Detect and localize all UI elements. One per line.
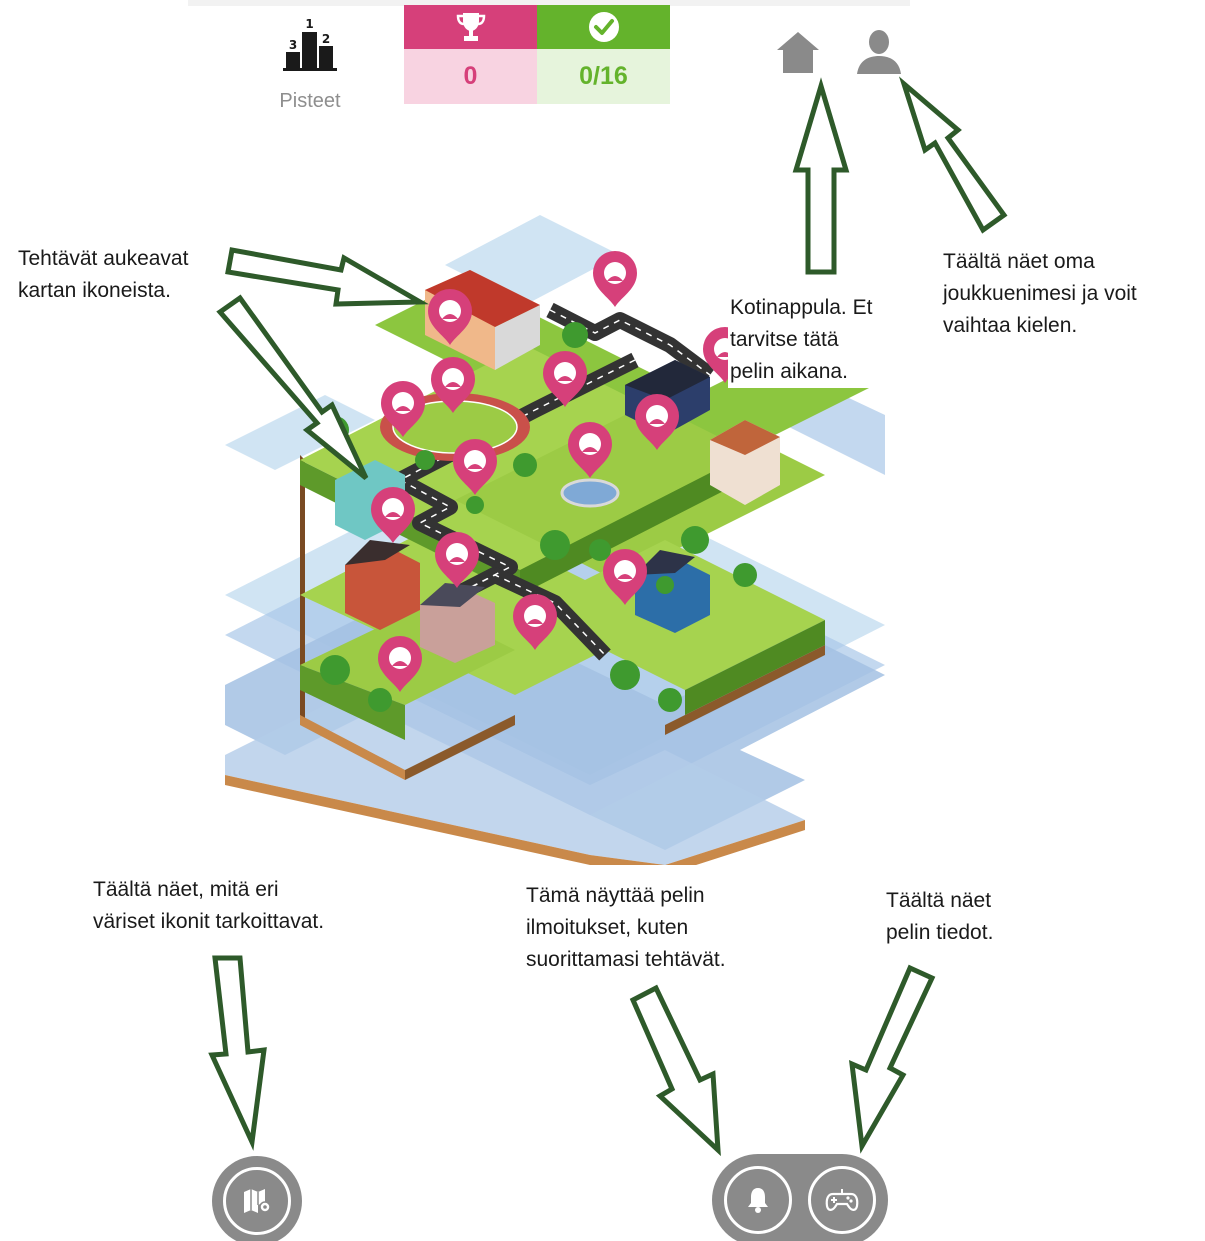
trees [320,322,757,712]
user-icon [857,30,901,74]
callout-profile: Täältä näet oma joukkuenimesi ja voit va… [943,250,1137,337]
check-circle-icon [588,12,619,42]
points-counter: 0 [404,5,537,104]
pond [560,478,620,508]
task-marker[interactable] [435,532,479,588]
task-marker[interactable] [635,394,679,450]
leaderboard-label: Pisteet [279,90,341,112]
task-marker[interactable] [381,380,425,437]
map-legend-icon [244,1189,271,1213]
home-icon [777,32,819,73]
notifications-button[interactable] [724,1166,792,1234]
podium-icon: 1 2 3 [283,17,337,71]
arrow-to-profile [898,76,1008,234]
profile-button[interactable] [855,28,903,80]
task-marker[interactable] [568,422,612,478]
bell-icon [748,1188,768,1213]
tasks-value: 0/16 [537,49,670,104]
task-marker[interactable] [543,351,587,407]
task-marker[interactable] [453,439,497,495]
trophy-icon [456,13,485,41]
tasks-counter: 0/16 [537,5,670,104]
task-markers[interactable] [371,251,747,692]
podium-first: 1 [305,17,313,31]
leaderboard-button[interactable]: 1 2 3 Pisteet [262,14,358,112]
top-bar-divider [188,0,910,6]
task-marker[interactable] [371,487,415,543]
task-marker[interactable] [431,357,475,413]
callout-notifications: Tämä näyttää pelin ilmoitukset, kuten su… [526,884,726,971]
gamepad-icon [825,1189,859,1211]
game-info-button[interactable] [808,1166,876,1234]
task-marker[interactable] [513,594,557,650]
points-value: 0 [404,49,537,104]
task-marker[interactable] [593,251,637,307]
score-panel: 0 0/16 [404,5,670,104]
callout-info: Täältä näet pelin tiedot. [886,889,994,944]
podium-third: 3 [289,38,297,52]
callout-tasks: Tehtävät aukeavat kartan ikoneista. [18,247,189,302]
arrow-to-info [848,964,936,1154]
map-legend-button[interactable] [212,1156,302,1241]
bottom-action-bar [712,1154,888,1241]
podium-second: 2 [322,32,330,46]
task-marker[interactable] [378,636,422,692]
task-marker[interactable] [428,289,472,345]
callout-legend: Täältä näet, mitä eri väriset ikonit tar… [93,878,325,933]
task-marker[interactable] [603,549,647,605]
arrow-to-legend [208,955,267,1151]
callout-home: Kotinappula. Et tarvitse tätä pelin aika… [728,292,918,388]
arrow-to-notifications [629,984,721,1157]
home-button[interactable] [774,28,822,80]
